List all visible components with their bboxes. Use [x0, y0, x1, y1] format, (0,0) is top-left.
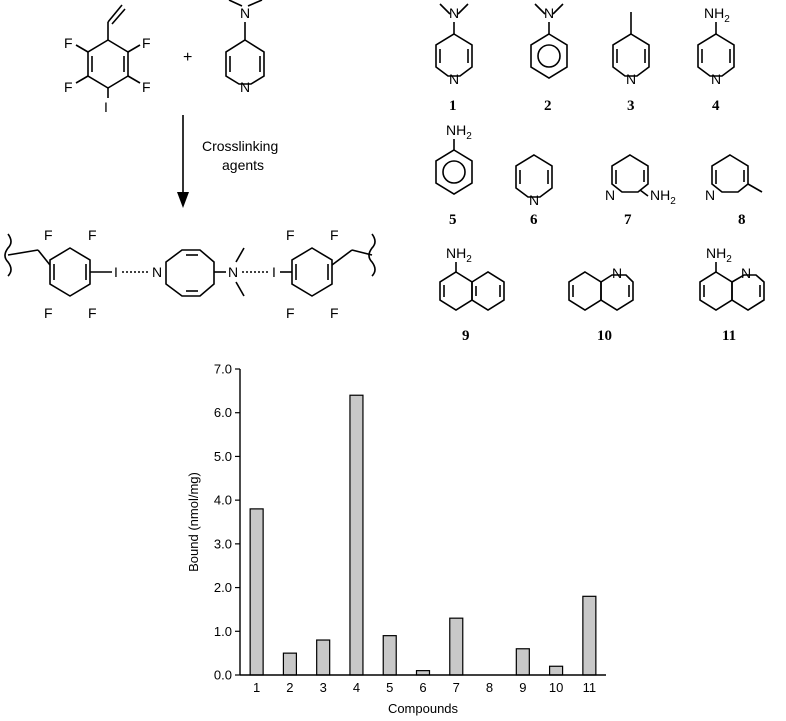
- svg-text:F: F: [330, 227, 339, 243]
- bar-compound-11: [582, 595, 597, 676]
- x-tick-label: 4: [353, 680, 360, 695]
- svg-text:N: N: [240, 79, 250, 95]
- reaction-scheme: F F F F I + N N Crosslinking agents F F …: [4, 0, 765, 344]
- svg-text:I: I: [114, 264, 118, 280]
- compound-4: NH2 N 4: [697, 5, 735, 114]
- binding-bar-chart: 0.0 1.0 2.0 3.0 4.0 5.0 6.0 7.0 1 2 3 4 5 6 7 8 9 10 11 C…: [186, 362, 606, 716]
- x-tick-label: 1: [253, 680, 260, 695]
- iodine-label: I: [104, 99, 108, 115]
- svg-text:NH2: NH2: [706, 245, 732, 265]
- svg-text:NH2: NH2: [446, 245, 472, 265]
- svg-text:N: N: [544, 5, 554, 21]
- svg-text:N: N: [705, 187, 715, 203]
- svg-text:F: F: [88, 227, 97, 243]
- y-tick-label: 6.0: [214, 405, 232, 420]
- arrow-label-line1: Crosslinking: [202, 138, 278, 154]
- y-tick-label: 5.0: [214, 449, 232, 464]
- svg-text:N: N: [605, 187, 615, 203]
- reaction-arrow: Crosslinking agents: [177, 115, 278, 208]
- monomer-iodostyrene: F F F F I: [64, 4, 151, 115]
- plus-sign: +: [183, 49, 192, 66]
- x-tick-label: 2: [286, 680, 293, 695]
- compound-number: 2: [544, 98, 552, 114]
- compound-number: 3: [627, 98, 635, 114]
- bar-compound-1: [249, 508, 264, 676]
- compound-7: N NH2 7: [605, 154, 676, 228]
- bar-compound-3: [316, 639, 331, 676]
- svg-text:N: N: [529, 192, 539, 208]
- compound-8: N 8: [705, 154, 763, 228]
- svg-text:F: F: [330, 305, 339, 321]
- x-tick-label: 6: [419, 680, 426, 695]
- svg-text:F: F: [44, 227, 53, 243]
- x-tick-label: 10: [549, 680, 563, 695]
- compound-number: 8: [738, 212, 746, 228]
- bar-compound-10: [548, 665, 564, 676]
- svg-text:N: N: [152, 264, 162, 280]
- svg-text:F: F: [286, 305, 295, 321]
- svg-text:N: N: [228, 264, 238, 280]
- compound-9: NH2 9: [439, 245, 505, 344]
- compound-1: N N 1: [435, 3, 473, 114]
- x-tick-label: 5: [386, 680, 393, 695]
- x-tick-label: 11: [583, 680, 597, 695]
- y-tick-label: 0.0: [214, 668, 232, 683]
- fluorine-label: F: [64, 79, 73, 95]
- crosslinked-product: F F F F I N N I F F F F: [4, 227, 376, 321]
- x-tick-label: 9: [519, 680, 526, 695]
- compound-number: 10: [597, 328, 612, 344]
- compound-6: N 6: [515, 154, 553, 228]
- bar-compound-2: [282, 652, 298, 676]
- svg-text:N: N: [240, 5, 250, 21]
- fluorine-label: F: [142, 79, 151, 95]
- svg-text:N: N: [711, 71, 721, 87]
- compound-number: 7: [624, 212, 632, 228]
- compound-11: NH2 N 11: [699, 245, 765, 344]
- x-tick-label: 8: [486, 680, 493, 695]
- fluorine-label: F: [142, 35, 151, 51]
- y-tick-label: 2.0: [214, 580, 232, 595]
- compound-3: N 3: [612, 12, 650, 114]
- arrow-label-line2: agents: [222, 157, 264, 173]
- reactant-dmap: N N: [225, 0, 265, 95]
- svg-text:NH2: NH2: [446, 122, 472, 142]
- compound-number: 11: [722, 328, 736, 344]
- bar-compound-4: [349, 394, 364, 676]
- svg-text:N: N: [612, 265, 622, 281]
- compound-10: N 10: [568, 265, 634, 344]
- fluorine-label: F: [64, 35, 73, 51]
- y-tick-label: 3.0: [214, 536, 232, 551]
- svg-text:F: F: [44, 305, 53, 321]
- compound-number: 9: [462, 328, 470, 344]
- y-tick-label: 7.0: [214, 362, 232, 377]
- y-axis-ticks: 0.0 1.0 2.0 3.0 4.0 5.0 6.0 7.0: [214, 362, 240, 683]
- bars: [249, 394, 597, 676]
- svg-text:N: N: [449, 71, 459, 87]
- bar-compound-9: [515, 648, 530, 676]
- svg-text:F: F: [286, 227, 295, 243]
- y-tick-label: 1.0: [214, 624, 232, 639]
- svg-text:NH2: NH2: [704, 5, 730, 25]
- compound-number: 1: [449, 98, 457, 114]
- y-tick-label: 4.0: [214, 493, 232, 508]
- compound-number: 4: [712, 98, 720, 114]
- svg-text:NH2: NH2: [650, 187, 676, 207]
- svg-text:N: N: [449, 5, 459, 21]
- compound-number: 5: [449, 212, 457, 228]
- x-tick-label: 7: [453, 680, 460, 695]
- svg-text:N: N: [741, 265, 751, 281]
- x-axis-ticks: 1 2 3 4 5 6 7 8 9 10 11: [253, 680, 596, 695]
- compound-5: NH2 5: [435, 122, 473, 228]
- compound-number: 6: [530, 212, 538, 228]
- y-axis-label: Bound (nmol/mg): [186, 472, 201, 572]
- x-axis-label: Compounds: [388, 701, 459, 716]
- bar-compound-7: [449, 617, 464, 676]
- compound-2: N 2: [530, 3, 568, 114]
- svg-text:N: N: [626, 71, 636, 87]
- svg-text:F: F: [88, 305, 97, 321]
- bar-compound-5: [382, 635, 397, 676]
- svg-text:I: I: [272, 264, 276, 280]
- x-tick-label: 3: [320, 680, 327, 695]
